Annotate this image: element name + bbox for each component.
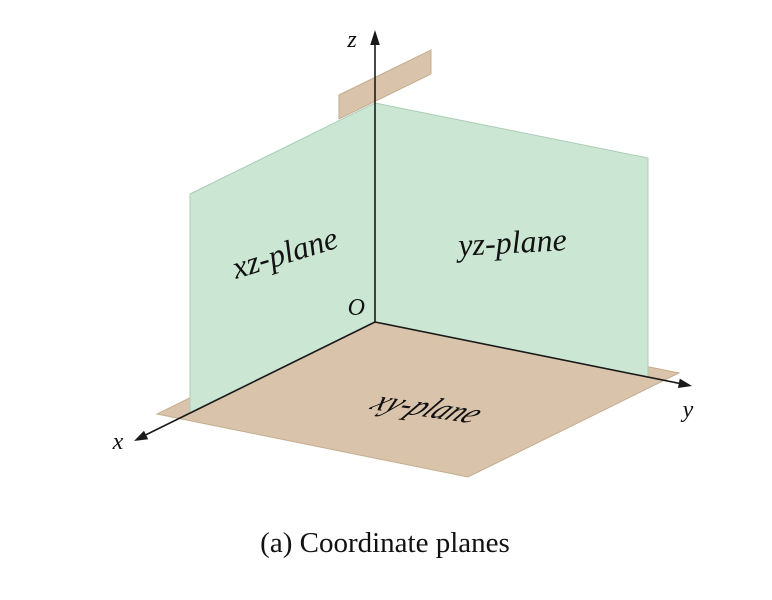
z-axis-label: z [346, 27, 357, 53]
y-axis-label: y [681, 397, 694, 423]
y-axis-arrowhead [677, 378, 692, 388]
yz-plane-label: yz-plane [454, 221, 567, 263]
origin-label: O [348, 295, 365, 321]
y-axis [374, 321, 680, 385]
x-axis-arrowhead [134, 430, 149, 441]
x-axis [145, 321, 376, 436]
x-axis-label: x [112, 429, 124, 455]
z-axis-arrowhead [370, 30, 380, 45]
plane-extension-flap [338, 49, 432, 120]
figure-caption: (a) Coordinate planes [260, 527, 510, 559]
